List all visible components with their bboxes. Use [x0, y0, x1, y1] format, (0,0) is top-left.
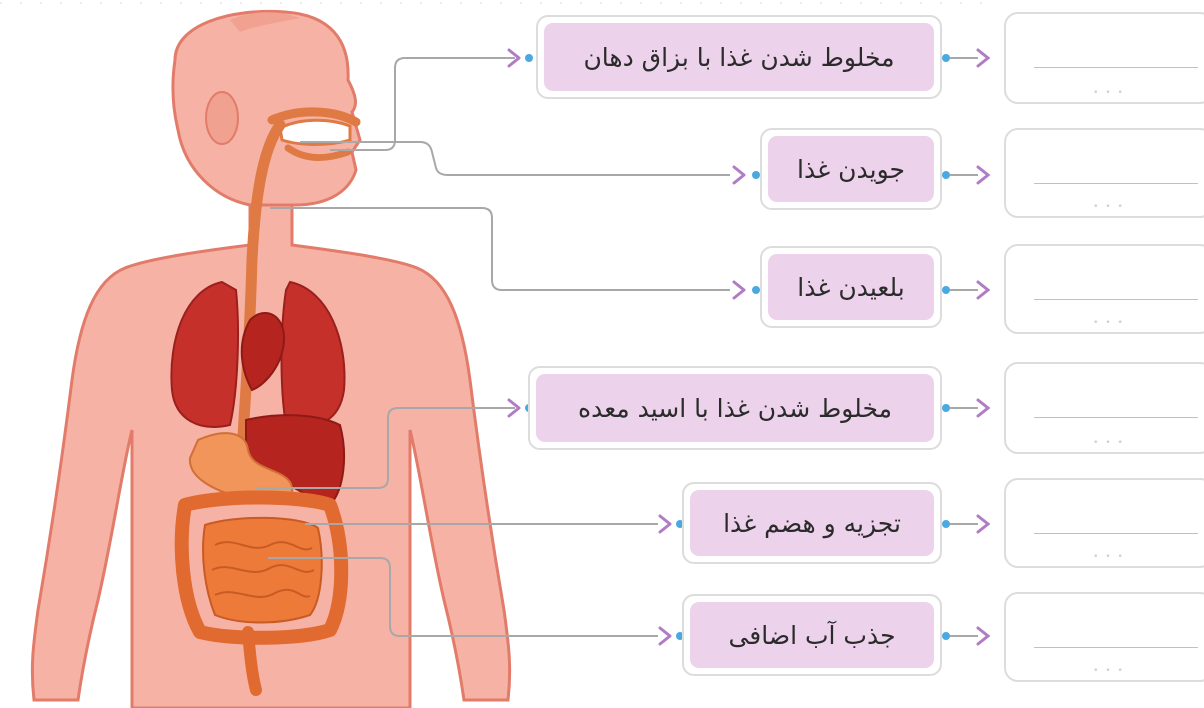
ear [206, 92, 238, 144]
step-label-text: تجزیه و هضم غذا [723, 509, 901, 538]
answer-line[interactable] [1034, 183, 1198, 184]
step-label-text: جویدن غذا [797, 155, 905, 184]
answer-line[interactable] [1034, 647, 1198, 648]
answer-dots: • • • [1006, 438, 1204, 448]
step-label-text: مخلوط شدن غذا با اسید معده [578, 394, 892, 423]
human-body-illustration [32, 11, 509, 708]
connector-dot-icon [942, 171, 950, 179]
answer-dots: • • • [1006, 666, 1204, 676]
answer-dots: • • • [1006, 318, 1204, 328]
connector-teeth-chewing [300, 142, 730, 175]
answer-box-5[interactable]: • • • [1004, 478, 1204, 568]
answer-box-4[interactable]: • • • [1004, 362, 1204, 454]
step-label-swallowing: بلعیدن غذا [760, 246, 942, 328]
chevron-right-icon [734, 282, 744, 298]
connector-dot-icon [942, 632, 950, 640]
answer-box-2[interactable]: • • • [1004, 128, 1204, 218]
answer-line[interactable] [1034, 533, 1198, 534]
chevron-right-icon [978, 282, 988, 298]
chevron-right-icon [978, 628, 988, 644]
step-label-stomach-acid: مخلوط شدن غذا با اسید معده [528, 366, 942, 450]
chevron-right-icon [734, 167, 744, 183]
rectum [248, 632, 256, 690]
answer-box-3[interactable]: • • • [1004, 244, 1204, 334]
chevron-right-icon [660, 628, 670, 644]
step-label-text: بلعیدن غذا [797, 273, 904, 302]
step-label-chewing: جویدن غذا [760, 128, 942, 210]
step-label-text: جذب آب اضافی [728, 621, 895, 650]
oral-cavity [280, 120, 350, 144]
answer-dots: • • • [1006, 88, 1204, 98]
connector-dot-icon [942, 404, 950, 412]
step-label-digestion: تجزیه و هضم غذا [682, 482, 942, 564]
answer-dots: • • • [1006, 552, 1204, 562]
chevron-right-icon [978, 516, 988, 532]
connector-dot-icon [525, 54, 533, 62]
answer-dots: • • • [1006, 202, 1204, 212]
chevron-right-icon [978, 400, 988, 416]
step-label-water-absorption: جذب آب اضافی [682, 594, 942, 676]
answer-box-1[interactable]: • • • [1004, 12, 1204, 104]
connector-dot-icon [942, 520, 950, 528]
answer-line[interactable] [1034, 417, 1198, 418]
connector-dot-icon [752, 286, 760, 294]
chevron-right-icon [660, 516, 670, 532]
connector-dot-icon [942, 286, 950, 294]
chevron-right-icon [978, 167, 988, 183]
step-label-saliva: مخلوط شدن غذا با بزاق دهان [536, 15, 942, 99]
connector-dot-icon [752, 171, 760, 179]
answer-line[interactable] [1034, 67, 1198, 68]
chevron-right-icon [978, 50, 988, 66]
answer-line[interactable] [1034, 299, 1198, 300]
step-label-text: مخلوط شدن غذا با بزاق دهان [583, 43, 894, 72]
connector-dot-icon [942, 54, 950, 62]
answer-box-6[interactable]: • • • [1004, 592, 1204, 682]
